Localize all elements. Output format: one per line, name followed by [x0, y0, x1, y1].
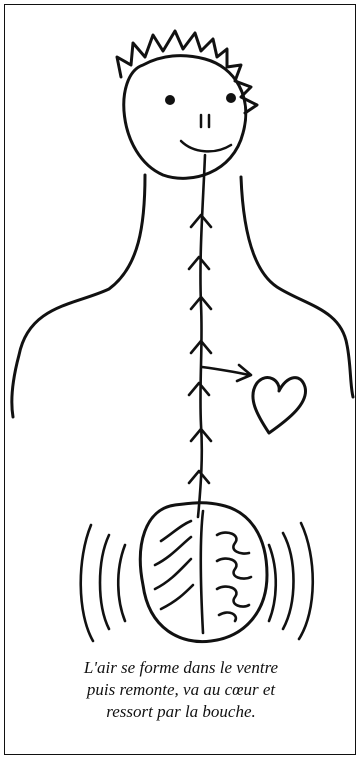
- figure-frame: L'air se forme dans le ventre puis remon…: [4, 4, 356, 755]
- caption-line-3: ressort par la bouche.: [5, 701, 357, 723]
- hair-drawing: [117, 31, 257, 113]
- right-vibration-drawing: [269, 523, 313, 639]
- figure-caption: L'air se forme dans le ventre puis remon…: [5, 657, 357, 723]
- nose-drawing: [201, 115, 209, 127]
- caption-line-2: puis remonte, va au cœur et: [5, 679, 357, 701]
- person-illustration: [5, 5, 357, 655]
- right-torso-drawing: [241, 177, 353, 397]
- mouth-drawing: [181, 141, 231, 151]
- heart-branch-drawing: [202, 365, 251, 381]
- belly-midline-drawing: [201, 511, 203, 633]
- right-eye-drawing: [226, 93, 236, 103]
- caption-line-1: L'air se forme dans le ventre: [5, 657, 357, 679]
- left-torso-drawing: [12, 175, 145, 417]
- heart-drawing: [253, 378, 306, 433]
- left-eye-drawing: [165, 95, 175, 105]
- air-path-drawing: [198, 155, 205, 517]
- left-vibration-drawing: [81, 525, 125, 641]
- head-drawing: [124, 56, 246, 179]
